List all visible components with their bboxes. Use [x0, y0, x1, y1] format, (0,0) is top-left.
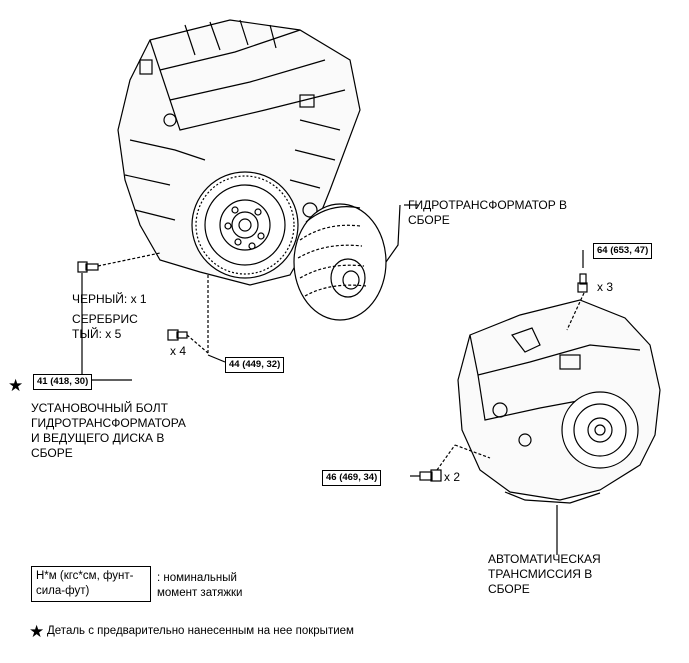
torque-44-badge: 44 (449, 32)	[225, 357, 285, 373]
bolt-44-illustration	[167, 275, 226, 363]
torque-unit-legend-desc: : номинальный момент затяжки	[157, 572, 243, 599]
bolt-64-illustration	[566, 250, 588, 331]
quantity-46: x 2	[444, 470, 461, 484]
black-bolt-label: ЧЕРНЫЙ: x 1	[72, 292, 147, 306]
transmission-label: АВТОМАТИЧЕСКАЯ ТРАНСМИССИЯ В СБОРЕ	[488, 552, 601, 596]
torque-41-badge: 41 (418, 30)	[33, 374, 93, 390]
torque-converter-label: ГИДРОТРАНСФОРМАТОР В СБОРЕ	[408, 198, 568, 227]
engine-illustration	[117, 19, 361, 286]
torque-converter-illustration	[293, 203, 401, 321]
torque-46-badge: 46 (469, 34)	[322, 470, 382, 486]
bolt-label: УСТАНОВОЧНЫЙ БОЛТ ГИДРОТРАНСФОРМАТОРА И …	[31, 401, 186, 460]
precoated-star-icon: ★	[8, 376, 24, 395]
transmission-illustration	[457, 299, 661, 555]
bolt-41-illustration	[77, 252, 161, 381]
precoated-legend-text: Деталь с предварительно нанесенным на не…	[47, 625, 354, 637]
torque-64-badge: 64 (653, 47)	[593, 243, 653, 259]
quantity-44: x 4	[170, 344, 187, 358]
torque-unit-legend-box: Н*м (кгс*см, фунт- сила-фут)	[31, 566, 151, 602]
quantity-64: x 3	[597, 280, 614, 294]
drive-plate	[191, 171, 299, 279]
precoated-legend-star-icon: ★	[29, 622, 45, 641]
silver-bolt-label: СЕРЕБРИС ТЫЙ: x 5	[72, 312, 138, 341]
bolt-46-illustration	[410, 444, 491, 482]
